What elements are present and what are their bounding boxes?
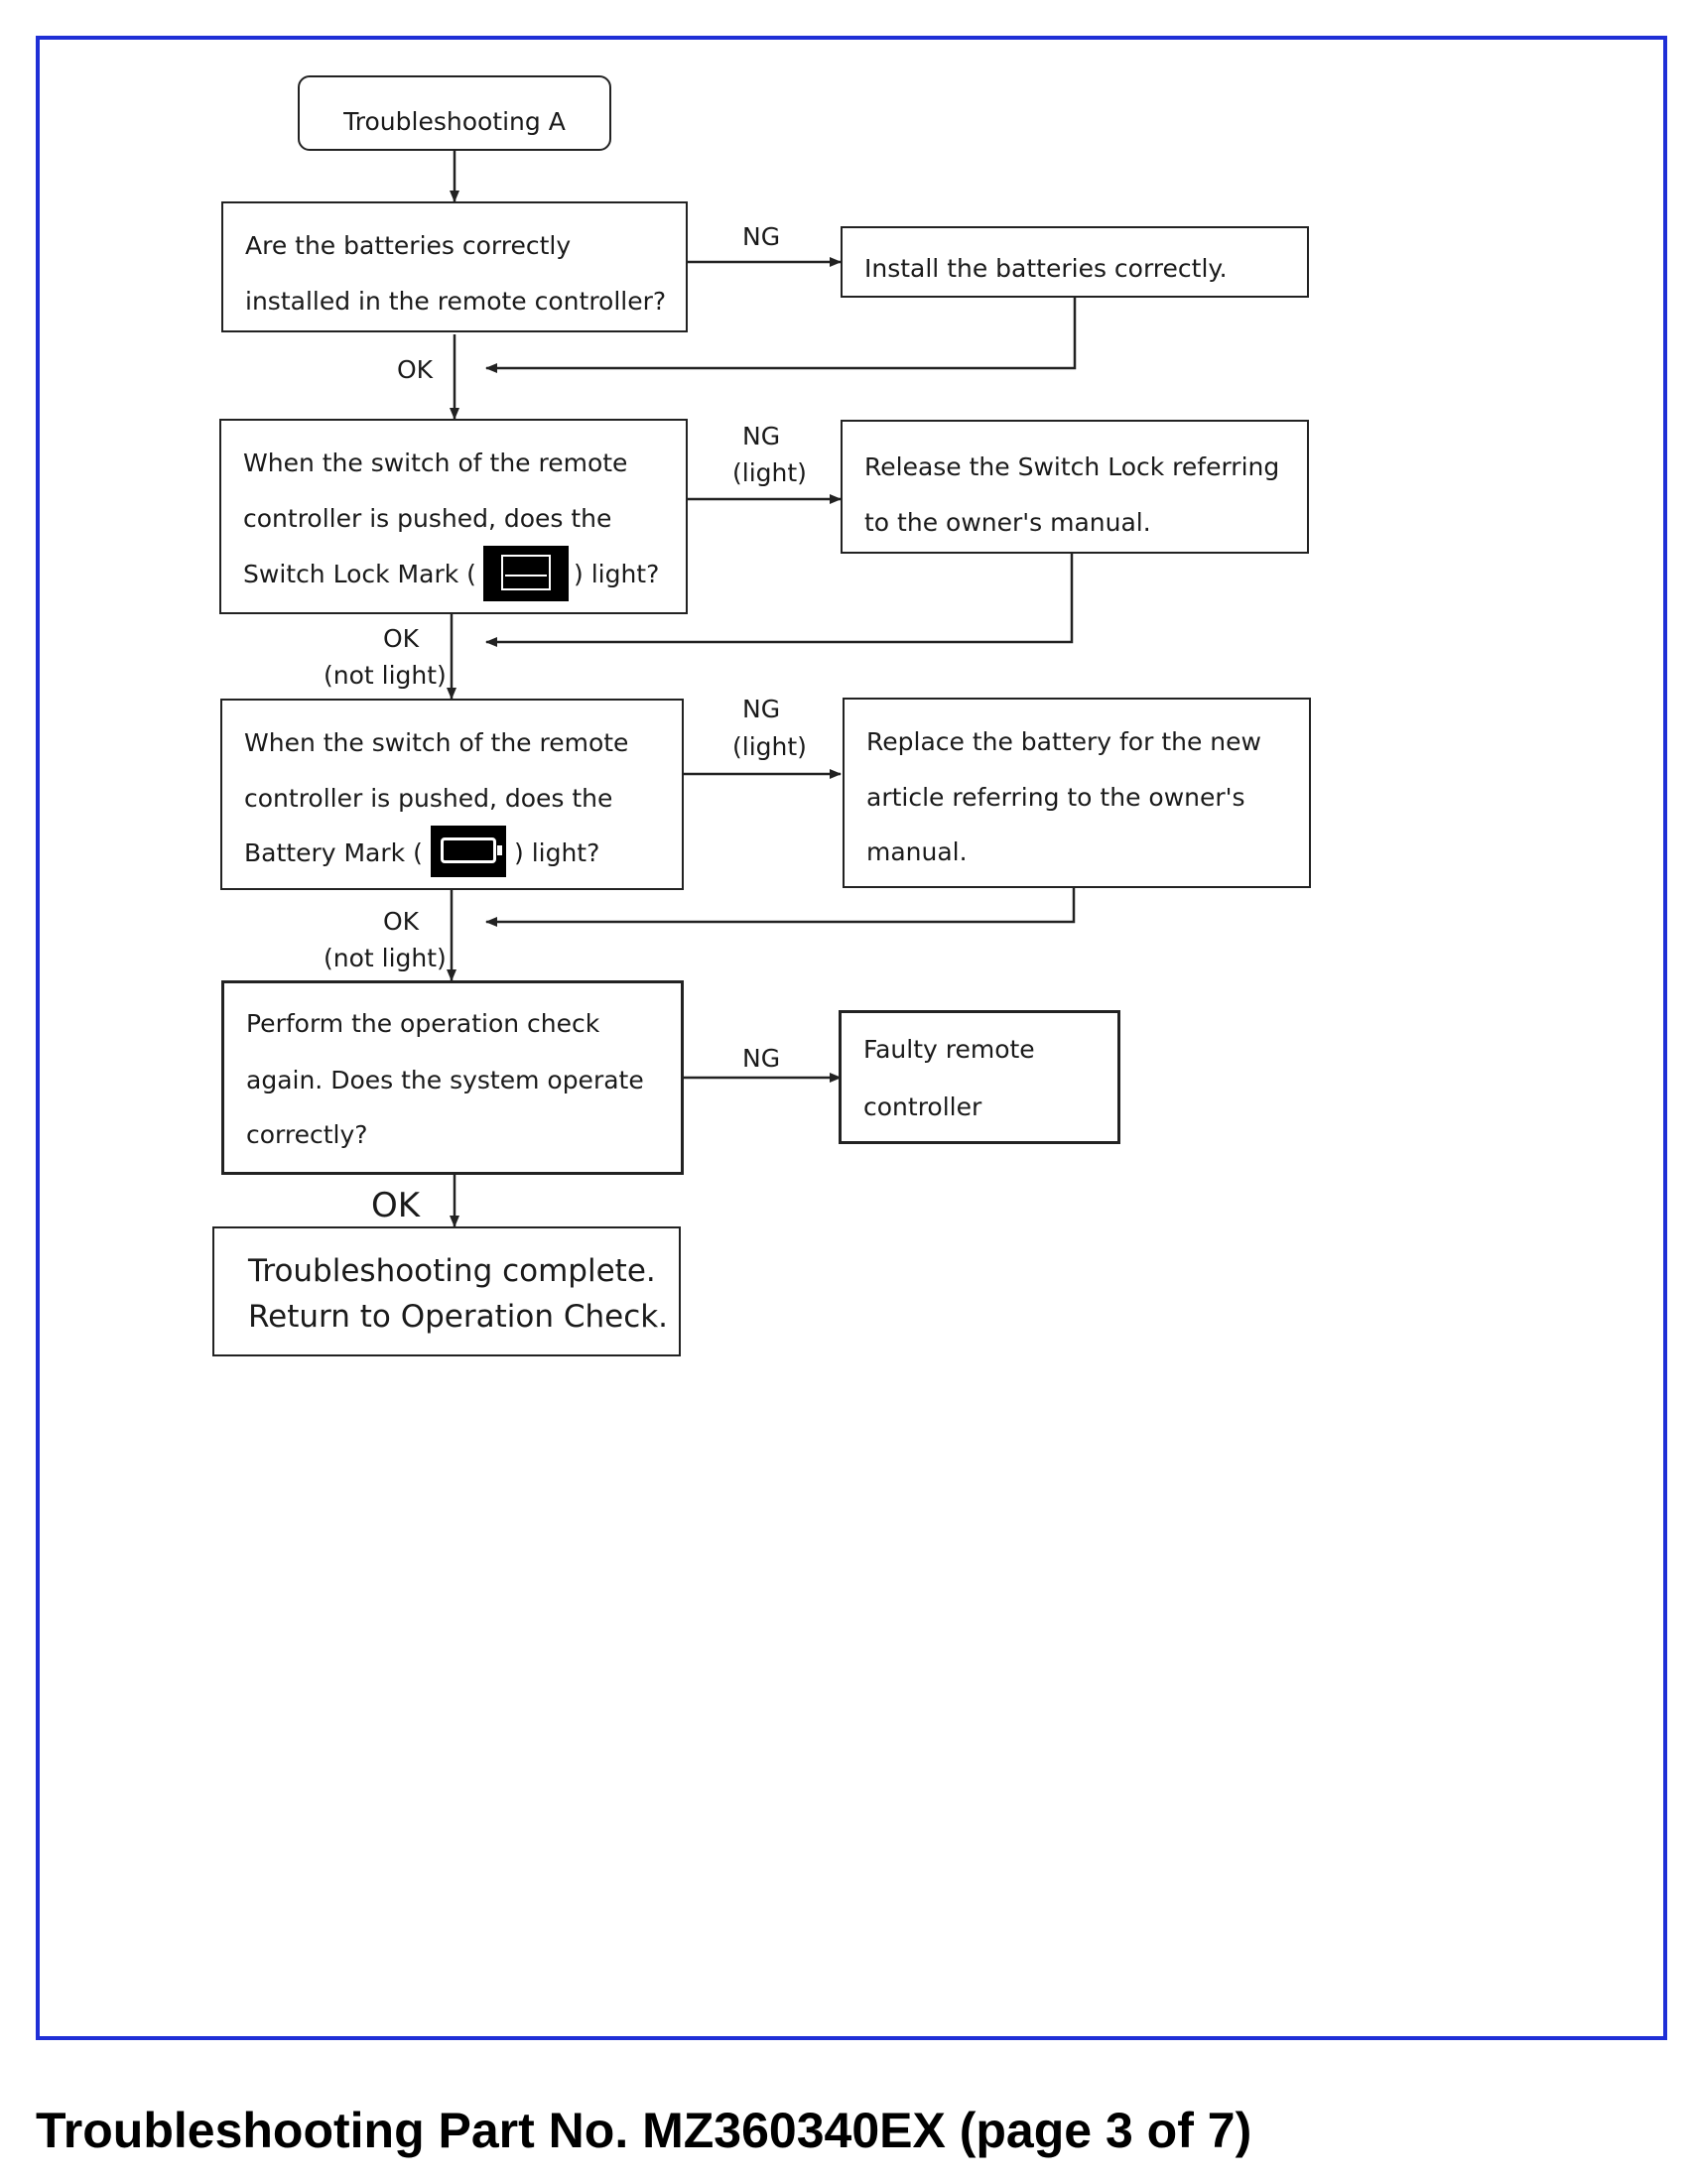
- q1-line-2: installed in the remote controller?: [245, 287, 667, 316]
- q2-action-line-1: Release the Switch Lock referring: [864, 452, 1280, 481]
- q2-action-line-2: to the owner's manual.: [864, 508, 1151, 537]
- q4-line-3: correctly?: [246, 1120, 368, 1149]
- q4-line-2: again. Does the system operate: [246, 1066, 644, 1094]
- page-frame: [36, 36, 1667, 2040]
- q3-ng-label: NG: [742, 695, 781, 723]
- q4-action-line-2: controller: [863, 1092, 982, 1121]
- q2-line-1: When the switch of the remote: [243, 449, 628, 477]
- q3-ng-sublabel: (light): [732, 732, 807, 761]
- q4-action-line-1: Faulty remote: [863, 1035, 1035, 1064]
- q2-ng-label: NG: [742, 422, 781, 450]
- q2-line-3-prefix: Switch Lock Mark (: [243, 560, 476, 588]
- start-label: Troubleshooting A: [343, 107, 566, 136]
- q4-ng-label: NG: [742, 1044, 781, 1073]
- question-1-box: Are the batteries correctly installed in…: [221, 201, 688, 332]
- q3-line-2: controller is pushed, does the: [244, 784, 613, 813]
- q2-ng-sublabel: (light): [732, 458, 807, 487]
- arrow-q1-fix-return: [485, 298, 1077, 373]
- start-node: Troubleshooting A: [298, 75, 611, 151]
- q3-line-3-suffix: ) light?: [514, 838, 600, 867]
- q3-action-line-2: article referring to the owner's: [866, 783, 1245, 812]
- arrow-q3-fix-return: [485, 888, 1076, 927]
- q3-ok-sublabel: (not light): [324, 944, 447, 972]
- q1-action-text: Install the batteries correctly.: [864, 254, 1228, 283]
- battery-mark-icon: [431, 826, 506, 877]
- q1-action-box: Install the batteries correctly.: [841, 226, 1309, 298]
- q3-line-3-prefix: Battery Mark (: [244, 838, 423, 867]
- end-node: Troubleshooting complete. Return to Oper…: [212, 1226, 681, 1356]
- page-footer: Troubleshooting Part No. MZ360340EX (pag…: [36, 2103, 1252, 2158]
- q2-line-3-suffix: ) light?: [574, 560, 660, 588]
- q2-action-box: Release the Switch Lock referring to the…: [841, 420, 1309, 554]
- q3-action-box: Replace the battery for the new article …: [843, 698, 1311, 888]
- q3-action-line-1: Replace the battery for the new: [866, 727, 1261, 756]
- q3-action-line-3: manual.: [866, 837, 968, 866]
- q1-ng-label: NG: [742, 222, 781, 251]
- end-line-1: Troubleshooting complete.: [248, 1253, 656, 1289]
- q2-ok-label: OK: [383, 624, 420, 653]
- q2-ok-sublabel: (not light): [324, 661, 447, 690]
- q4-action-box: Faulty remote controller: [839, 1010, 1120, 1144]
- q3-line-1: When the switch of the remote: [244, 728, 629, 757]
- q1-ok-label: OK: [397, 355, 434, 384]
- arrow-q2-fix-return: [485, 554, 1074, 647]
- question-2-box: When the switch of the remote controller…: [219, 419, 688, 614]
- end-line-2: Return to Operation Check.: [248, 1299, 669, 1335]
- switch-lock-mark-icon: [483, 546, 569, 601]
- q4-ok-label: OK: [371, 1186, 421, 1225]
- q4-line-1: Perform the operation check: [246, 1009, 600, 1038]
- question-4-box: Perform the operation check again. Does …: [221, 980, 684, 1175]
- question-3-box: When the switch of the remote controller…: [220, 699, 684, 890]
- q3-ok-label: OK: [383, 907, 420, 936]
- q2-line-2: controller is pushed, does the: [243, 504, 612, 533]
- q1-line-1: Are the batteries correctly: [245, 231, 572, 260]
